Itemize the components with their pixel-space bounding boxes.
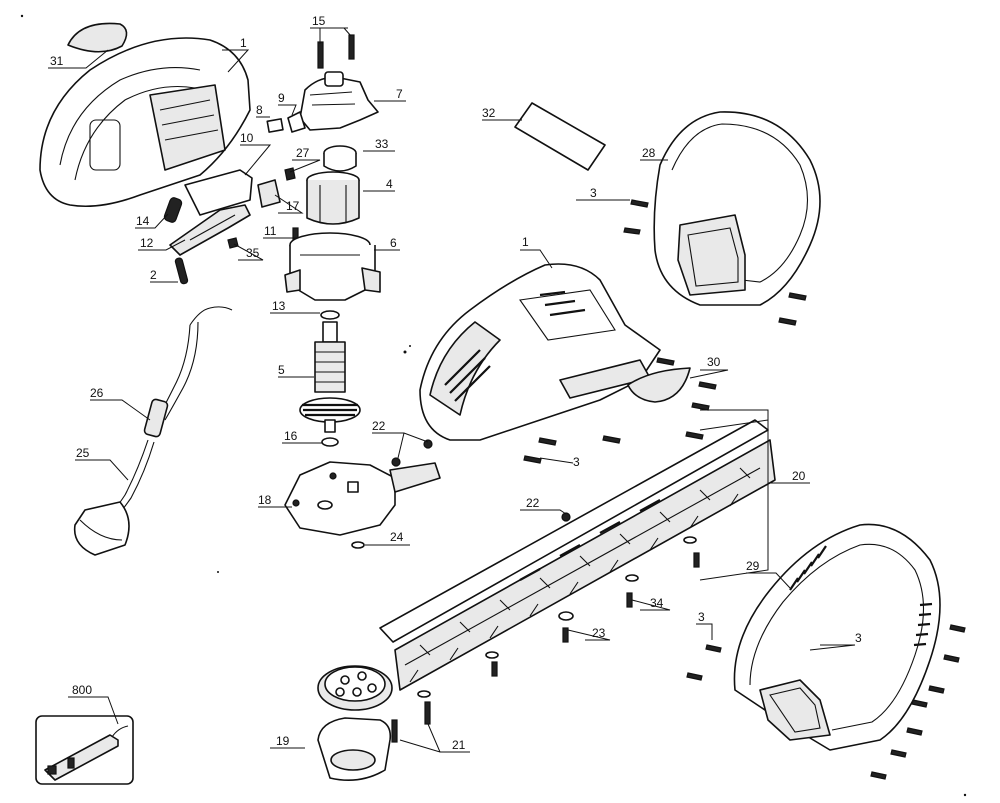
part-31-label <box>67 22 128 53</box>
part-7-switch-cover <box>299 71 379 131</box>
callout-33: 33 <box>375 137 389 151</box>
callout-7: 7 <box>396 87 403 101</box>
part-22-nut-a <box>423 439 433 449</box>
part-22-screw-d <box>491 661 498 677</box>
part-22-nut-c <box>561 512 571 522</box>
part-27-screw <box>284 167 296 181</box>
part-8-block <box>266 118 284 133</box>
callout-29: 29 <box>746 559 760 573</box>
part-34-screw <box>626 592 633 608</box>
part-23-screw <box>562 627 569 643</box>
callout-34: 34 <box>650 596 664 610</box>
part-30-label <box>627 367 691 403</box>
part-22-spacer-b <box>683 536 697 544</box>
callout-14: 14 <box>136 214 150 228</box>
part-16-washer <box>321 437 339 447</box>
part-33-spacer <box>323 145 357 172</box>
part-14-spring <box>163 197 183 223</box>
callout-18: 18 <box>258 493 272 507</box>
callout-1-a: 1 <box>240 36 247 50</box>
part-20-blade-assembly <box>379 419 776 691</box>
part-22-screw-c <box>693 552 700 568</box>
part-21-screw-a <box>424 701 431 725</box>
part-22-spacer-c <box>485 651 499 659</box>
callout-5: 5 <box>278 363 285 377</box>
part-2-spring <box>174 257 189 285</box>
callout-26: 26 <box>90 386 104 400</box>
callout-31: 31 <box>50 54 64 68</box>
callout-13: 13 <box>272 299 286 313</box>
part-26-cord-assembly <box>107 306 233 521</box>
part-28-handle-cover <box>653 111 821 306</box>
callout-3-a: 3 <box>590 186 597 200</box>
callout-12: 12 <box>140 236 154 250</box>
part-10-12-switch-lever <box>169 169 253 256</box>
part-18-gear-plate <box>284 461 441 536</box>
callout-3-c: 3 <box>698 610 705 624</box>
callout-6: 6 <box>390 236 397 250</box>
callout-3-d: 3 <box>855 631 862 645</box>
part-4-field-ring <box>306 171 360 225</box>
callout-32: 32 <box>482 106 496 120</box>
part-25-plug <box>73 501 130 556</box>
part-1-housing-assembled <box>419 263 661 441</box>
callout-15: 15 <box>312 14 326 28</box>
callout-16: 16 <box>284 429 298 443</box>
part-9-switch-piece <box>287 111 306 133</box>
callout-23: 23 <box>592 626 606 640</box>
part-29-front-handle <box>733 523 941 751</box>
callout-19: 19 <box>276 734 290 748</box>
part-21-washer <box>417 690 431 698</box>
callout-22-b: 22 <box>526 496 540 510</box>
callout-800: 800 <box>72 683 92 697</box>
callout-10: 10 <box>240 131 254 145</box>
callout-2: 2 <box>150 268 157 282</box>
callout-20: 20 <box>792 469 806 483</box>
callout-11: 11 <box>264 224 277 238</box>
part-32-label <box>514 102 606 171</box>
part-17-block <box>257 179 281 208</box>
blade-gear <box>317 665 393 711</box>
callout-28: 28 <box>642 146 656 160</box>
part-5-armature <box>299 321 361 433</box>
part-1-housing-half <box>39 37 251 208</box>
part-800-inset <box>35 715 134 785</box>
part-22-spacer-a <box>625 574 639 582</box>
callout-17: 17 <box>286 199 300 213</box>
callout-27: 27 <box>296 146 310 160</box>
scan-specks <box>20 14 967 797</box>
part-21-screw-b <box>391 719 398 743</box>
part-22-nut-b <box>391 457 401 467</box>
callout-35: 35 <box>246 246 260 260</box>
callout-3-b: 3 <box>573 455 580 469</box>
callout-30: 30 <box>707 355 721 369</box>
callout-numbers: 31 1 15 7 9 8 33 10 27 4 17 14 11 12 35 … <box>50 14 862 752</box>
part-35-screw <box>227 237 239 249</box>
callout-8: 8 <box>256 103 263 117</box>
part-15-screws <box>317 34 355 69</box>
callout-4: 4 <box>386 177 393 191</box>
part-19-gear-cover <box>317 717 392 781</box>
callout-21: 21 <box>452 738 466 752</box>
callout-25: 25 <box>76 446 90 460</box>
part-13-washer <box>320 310 340 320</box>
callout-22-a: 22 <box>372 419 386 433</box>
callout-24: 24 <box>390 530 404 544</box>
part-6-motor-frame <box>284 232 381 301</box>
callout-1-b: 1 <box>522 235 529 249</box>
part-24-washer <box>351 541 365 549</box>
part-23-spacer <box>558 611 574 621</box>
leader-lines <box>48 27 856 753</box>
callout-9: 9 <box>278 91 285 105</box>
